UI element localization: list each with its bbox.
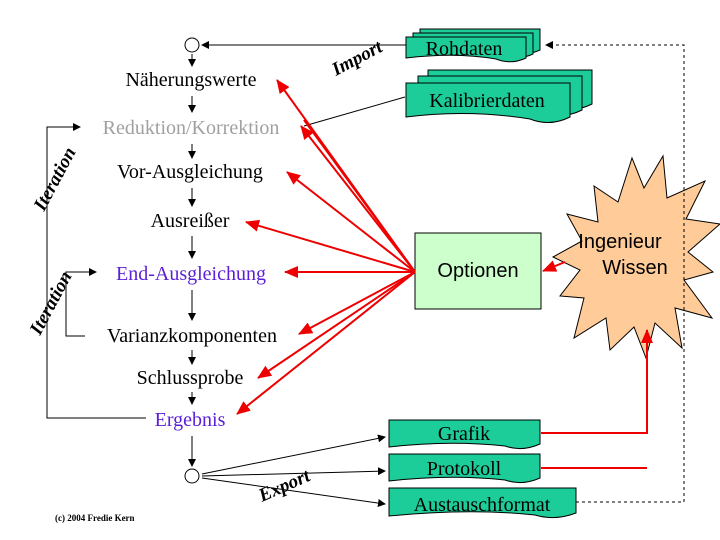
optionen-arrows: [236, 79, 416, 415]
copyright-text: (c) 2004 Fredie Kern: [55, 513, 135, 523]
dashed-feedback-loop: [545, 41, 685, 503]
kalibrierdaten-box: Kalibrierdaten: [405, 69, 593, 123]
grafik-label: Grafik: [438, 423, 490, 445]
rohdaten-label: Rohdaten: [426, 38, 503, 60]
rohdaten-box: Rohdaten: [405, 28, 541, 63]
start-node: [184, 37, 200, 53]
inner-iteration-loop: [65, 268, 97, 337]
ingenieur-label-line1: Ingenieur: [578, 231, 662, 253]
austauschformat-box: Austauschformat: [388, 487, 577, 519]
option-arrow-schlussprobe: [257, 271, 416, 379]
protokoll-label: Protokoll: [427, 458, 502, 480]
step-naeherungswerte: Näherungswerte: [125, 69, 256, 91]
end-node: [184, 468, 200, 484]
kalibrier-connector: [303, 96, 406, 127]
option-arrow-vor-ausgleichung: [286, 171, 416, 273]
grafik-box: Grafik: [388, 419, 541, 450]
step-vor-ausgleichung: Vor-Ausgleichung: [117, 161, 263, 183]
step-reduktion: Reduktion/Korrektion: [103, 117, 280, 139]
option-arrow-varianzkomponenten: [298, 271, 416, 335]
export-arrow-protokoll: [201, 467, 386, 477]
step-varianzkomponenten: Varianzkomponenten: [107, 325, 277, 347]
step-ausreisser: Ausreißer: [151, 210, 230, 232]
export-arrow-grafik: [201, 434, 386, 475]
grafik-feedback-arrow: [541, 329, 653, 434]
step-schlussprobe: Schlussprobe: [137, 367, 244, 389]
protokoll-box: Protokoll: [388, 453, 541, 484]
iteration-inner-label: Iteration: [25, 268, 76, 339]
import-label: Import: [328, 36, 387, 81]
option-arrow-ergebnis: [236, 271, 416, 415]
option-arrow-reduktion-2: [303, 119, 416, 273]
wissen-to-optionen-arrow: [542, 260, 566, 272]
iteration-outer-label: Iteration: [29, 144, 80, 215]
austauschformat-label: Austauschformat: [414, 494, 551, 516]
ingenieur-label-line2: Wissen: [602, 257, 668, 279]
export-label: Export: [255, 465, 314, 507]
export-arrow-austauschformat: [201, 477, 386, 507]
kalibrierdaten-label: Kalibrierdaten: [429, 90, 545, 112]
option-arrow-ausreisser: [245, 219, 416, 273]
step-ergebnis: Ergebnis: [155, 409, 226, 431]
step-end-ausgleichung: End-Ausgleichung: [116, 263, 266, 285]
outer-iteration-loop: [46, 123, 146, 419]
optionen-box: [414, 232, 542, 310]
optionen-label: Optionen: [437, 260, 518, 282]
